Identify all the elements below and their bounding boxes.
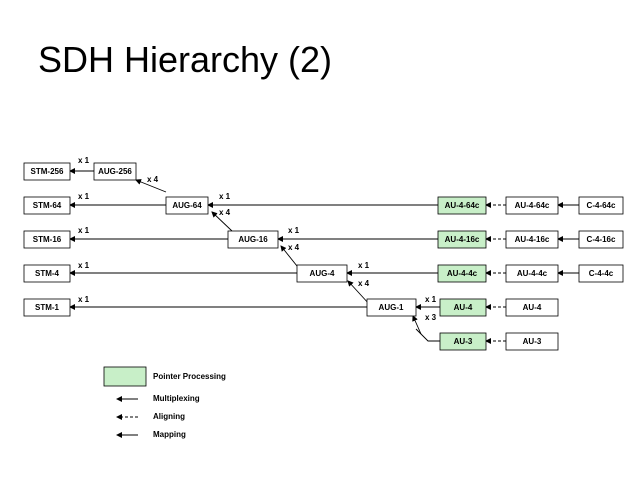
multiplexing-line xyxy=(211,211,233,232)
multiplier-label: x 4 xyxy=(219,208,231,217)
box-label: C-4-4c xyxy=(589,269,614,278)
box-label: AU-4-4c xyxy=(447,269,478,278)
multiplier-label: x 1 xyxy=(219,192,231,201)
multiplier-label: x 1 xyxy=(78,295,90,304)
box-au-4-4c: AU-4-4c xyxy=(505,264,559,283)
multiplier-label: x 1 xyxy=(78,192,90,201)
box-label: STM-16 xyxy=(33,235,62,244)
multiplexing-line xyxy=(347,280,371,306)
multiplexing-line xyxy=(415,328,440,342)
box-label: AU-4-4c xyxy=(517,269,548,278)
multiplier-label: x 1 xyxy=(78,156,90,165)
box-label: AUG-256 xyxy=(98,167,132,176)
box-label: AU-4 xyxy=(454,303,473,312)
box-label: AU-4-64c xyxy=(515,201,550,210)
box-label: AU-3 xyxy=(454,337,473,346)
multiplier-label: x 1 xyxy=(425,295,437,304)
legend-pointer-processing-swatch xyxy=(103,366,147,387)
box-stm-1: STM-1 xyxy=(23,298,71,317)
box-label: AUG-64 xyxy=(172,201,202,210)
box-label: AU-4-16c xyxy=(515,235,550,244)
box-c-4-4c: C-4-4c xyxy=(578,264,624,283)
box-au-3: AU-3 xyxy=(505,332,559,351)
legend: Pointer Processing Multiplexing Aligning… xyxy=(103,366,226,439)
multiplexing-line-arrow xyxy=(412,315,422,335)
multiplier-label: x 1 xyxy=(78,261,90,270)
slide-title: SDH Hierarchy (2) xyxy=(38,39,333,80)
box-aug-16: AUG-16 xyxy=(227,230,279,249)
multiplier-label: x 1 xyxy=(78,226,90,235)
box-au-4-4c-pointer: AU-4-4c xyxy=(437,264,487,283)
box-label: STM-64 xyxy=(33,201,62,210)
box-aug-4: AUG-4 xyxy=(296,264,348,283)
box-label: AU-4 xyxy=(523,303,542,312)
legend-multiplexing-label: Multiplexing xyxy=(153,394,200,403)
box-label: C-4-64c xyxy=(587,201,616,210)
legend-mapping-label: Mapping xyxy=(153,430,186,439)
box-au-4-64c: AU-4-64c xyxy=(505,196,559,215)
box-stm-256: STM-256 xyxy=(23,162,71,181)
box-au-4-64c-pointer: AU-4-64c xyxy=(437,196,487,215)
box-stm-16: STM-16 xyxy=(23,230,71,249)
box-label: STM-1 xyxy=(35,303,60,312)
box-c-4-16c: C-4-16c xyxy=(578,230,624,249)
box-au-4-pointer: AU-4 xyxy=(439,298,487,317)
multiplier-label: x 3 xyxy=(425,313,437,322)
box-aug-256: AUG-256 xyxy=(93,162,137,181)
box-label: C-4-16c xyxy=(587,235,616,244)
box-label: AU-3 xyxy=(523,337,542,346)
multiplier-label: x 1 xyxy=(358,261,370,270)
multiplier-label: x 1 xyxy=(288,226,300,235)
multiplier-label: x 4 xyxy=(288,243,300,252)
multiplier-label: x 4 xyxy=(147,175,159,184)
box-au-4-16c-pointer: AU-4-16c xyxy=(437,230,487,249)
legend-pointer-processing-label: Pointer Processing xyxy=(153,372,226,381)
multiplexing-line xyxy=(135,179,167,193)
box-stm-4: STM-4 xyxy=(23,264,71,283)
box-label: STM-4 xyxy=(35,269,60,278)
box-au-4-16c: AU-4-16c xyxy=(505,230,559,249)
box-label: AUG-1 xyxy=(379,303,404,312)
box-label: AU-4-16c xyxy=(445,235,480,244)
box-aug-64: AUG-64 xyxy=(165,196,209,215)
legend-aligning-label: Aligning xyxy=(153,412,185,421)
box-au-4: AU-4 xyxy=(505,298,559,317)
multiplier-label: x 4 xyxy=(358,279,370,288)
box-stm-64: STM-64 xyxy=(23,196,71,215)
box-label: AUG-4 xyxy=(310,269,335,278)
box-aug-1: AUG-1 xyxy=(366,298,417,317)
box-c-4-64c: C-4-64c xyxy=(578,196,624,215)
box-label: AU-4-64c xyxy=(445,201,480,210)
box-label: AUG-16 xyxy=(238,235,268,244)
box-label: STM-256 xyxy=(31,167,64,176)
box-au-3-pointer: AU-3 xyxy=(439,332,487,351)
